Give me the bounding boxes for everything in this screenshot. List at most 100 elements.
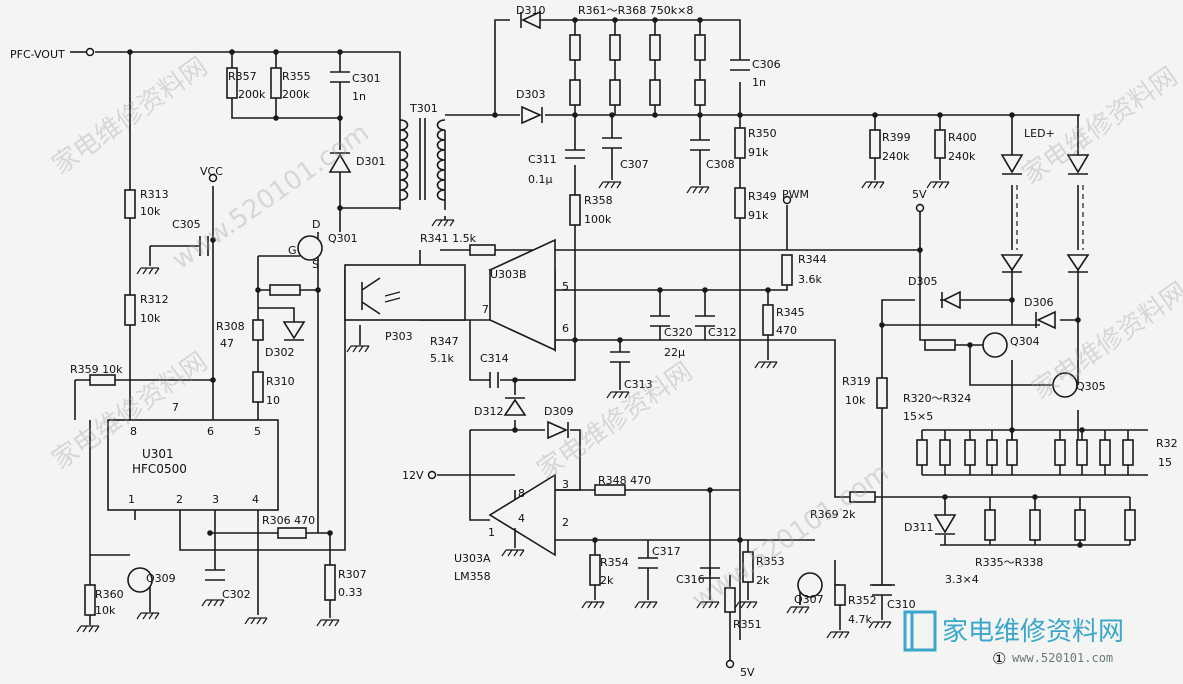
c308-label: C308	[706, 158, 735, 171]
brand-name: 家电维修资料网	[942, 617, 1124, 647]
u301-pin6: 6	[207, 425, 214, 438]
d303-label: D303	[516, 88, 545, 101]
u303b-label: U303B	[490, 268, 527, 281]
c311-value: 0.1μ	[528, 173, 553, 186]
r313-label: R313	[140, 188, 169, 201]
d301-label: D301	[356, 155, 385, 168]
components	[76, 10, 1136, 669]
r361-label: R361～R368 750k×8	[578, 4, 693, 17]
watermark-text-2: www.520101.com	[167, 118, 375, 276]
q305-label: Q305	[1076, 380, 1106, 393]
r400-label: R400	[948, 131, 977, 144]
r32x-value: 15	[1158, 456, 1172, 469]
u301-pin8: 8	[130, 425, 137, 438]
u301-label: U301	[142, 447, 174, 461]
c301-label: C301	[352, 72, 381, 85]
r319-value: 10k	[845, 394, 866, 407]
q301-d-label: D	[312, 218, 320, 231]
r307-label: R307	[338, 568, 367, 581]
pwm-label: PWM	[782, 188, 809, 201]
r352-label: R352	[848, 594, 877, 607]
u301-name: HFC0500	[132, 462, 187, 476]
r400-value: 240k	[948, 150, 976, 163]
u303b-pin7: 7	[482, 303, 489, 316]
u303b-pin6: 6	[562, 322, 569, 335]
q301-label: Q301	[328, 232, 358, 245]
pfc-vout-label: PFC-VOUT	[10, 48, 65, 61]
u301-pin2: 2	[176, 493, 183, 506]
r320-value: 15×5	[903, 410, 933, 423]
c305-label: C305	[172, 218, 201, 231]
u303b-pin5: 5	[562, 280, 569, 293]
c301-value: 1n	[352, 90, 366, 103]
c320-value: 22μ	[664, 346, 685, 359]
r345-value: 470	[776, 324, 797, 337]
vcc-label: VCC	[200, 165, 223, 178]
r358-value: 100k	[584, 213, 612, 226]
u301-pin4: 4	[252, 493, 259, 506]
c314-label: C314	[480, 352, 509, 365]
c311-label: C311	[528, 153, 557, 166]
r399-label: R399	[882, 131, 911, 144]
u303a-label: U303A	[454, 552, 491, 565]
watermark-text-5: www.520101.com	[687, 458, 895, 616]
r357-value: 200k	[238, 88, 266, 101]
figure-mark: ①	[992, 649, 1006, 668]
d311-label: D311	[904, 521, 933, 534]
r357-label: R357	[228, 70, 257, 83]
r32x-label: R32	[1156, 437, 1178, 450]
d309-label: D309	[544, 405, 573, 418]
r312-label: R312	[140, 293, 169, 306]
r335-value: 3.3×4	[945, 573, 979, 586]
r360-value: 10k	[95, 604, 116, 617]
r354-value: 2k	[600, 574, 614, 587]
r358-label: R358	[584, 194, 613, 207]
wires	[70, 19, 1148, 660]
led-plus-label: LED+	[1024, 127, 1055, 140]
r313-value: 10k	[140, 205, 161, 218]
r359-label: R359 10k	[70, 363, 123, 376]
r355-label: R355	[282, 70, 311, 83]
r310-label: R310	[266, 375, 295, 388]
5v-bottom-label: 5V	[740, 666, 755, 679]
r308-value: 47	[220, 337, 234, 350]
p303-label: P303	[385, 330, 413, 343]
r354-label: R354	[600, 556, 629, 569]
u301-pin1: 1	[128, 493, 135, 506]
r335-label: R335～R338	[975, 556, 1043, 569]
u303a-pin1: 1	[488, 526, 495, 539]
d305-label: D305	[908, 275, 937, 288]
t301-label: T301	[409, 102, 438, 115]
u301-pin5: 5	[254, 425, 261, 438]
c307-label: C307	[620, 158, 649, 171]
c310-label: C310	[887, 598, 916, 611]
u301-pin3: 3	[212, 493, 219, 506]
r353-label: R353	[756, 555, 785, 568]
r347-label: R347	[430, 335, 459, 348]
r349-label: R349	[748, 190, 777, 203]
r344-label: R344	[798, 253, 827, 266]
c317-label: C317	[652, 545, 681, 558]
q301-s-label: S	[312, 258, 319, 271]
c320-label: C320	[664, 326, 693, 339]
r347-value: 5.1k	[430, 352, 454, 365]
r349-value: 91k	[748, 209, 769, 222]
r369-label: R369 2k	[810, 508, 856, 521]
u303a-pin2: 2	[562, 516, 569, 529]
u303a-pin3: 3	[562, 478, 569, 491]
c306-value: 1n	[752, 76, 766, 89]
r345-label: R345	[776, 306, 805, 319]
c306-label: C306	[752, 58, 781, 71]
c316-label: C316	[676, 573, 705, 586]
d312-label: D312	[474, 405, 503, 418]
watermark-text-4: 家电维修资料网	[532, 357, 698, 486]
r360-label: R360	[95, 588, 124, 601]
u303a-pin8: 8	[518, 487, 525, 500]
d302-label: D302	[265, 346, 294, 359]
lm358-label: LM358	[454, 570, 491, 583]
r344-value: 3.6k	[798, 273, 822, 286]
r306-label: R306 470	[262, 514, 315, 527]
r348-label: R348 470	[598, 474, 651, 487]
u303a-pin4: 4	[518, 512, 525, 525]
